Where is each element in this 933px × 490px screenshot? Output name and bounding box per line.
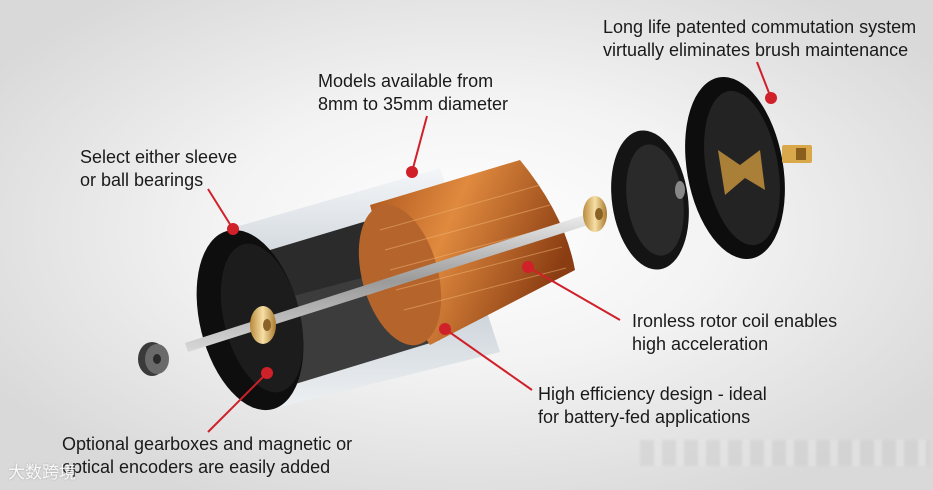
- callout-bearings-line1: Select either sleeve: [80, 146, 237, 169]
- leader-bearings: [208, 189, 239, 235]
- callout-commutation-line2: virtually eliminates brush maintenance: [603, 39, 916, 62]
- callout-gearboxes-line2: optical encoders are easily added: [62, 456, 352, 479]
- callout-models: Models available from 8mm to 35mm diamet…: [318, 70, 508, 116]
- callout-rotor-line1: Ironless rotor coil enables: [632, 310, 837, 333]
- callout-commutation: Long life patented commutation system vi…: [603, 16, 916, 62]
- callout-models-line1: Models available from: [318, 70, 508, 93]
- callout-gearboxes: Optional gearboxes and magnetic or optic…: [62, 433, 352, 479]
- callout-gearboxes-line1: Optional gearboxes and magnetic or: [62, 433, 352, 456]
- front-bearing: [250, 306, 276, 344]
- callout-efficiency-line1: High efficiency design - ideal: [538, 383, 767, 406]
- watermark-text: 大数跨境: [8, 458, 76, 483]
- callout-models-line2: 8mm to 35mm diameter: [318, 93, 508, 116]
- callout-bearings-line2: or ball bearings: [80, 169, 237, 192]
- callout-commutation-line1: Long life patented commutation system: [603, 16, 916, 39]
- callout-rotor-line2: high acceleration: [632, 333, 837, 356]
- rear-bearing: [583, 196, 607, 232]
- callout-bearings: Select either sleeve or ball bearings: [80, 146, 237, 192]
- leader-commutation: [757, 62, 777, 104]
- leader-models: [406, 116, 427, 178]
- callout-efficiency-line2: for battery-fed applications: [538, 406, 767, 429]
- blurred-watermark: [640, 440, 930, 466]
- callout-efficiency: High efficiency design - ideal for batte…: [538, 383, 767, 429]
- brush-end-cap: [672, 69, 812, 267]
- callout-rotor: Ironless rotor coil enables high acceler…: [632, 310, 837, 356]
- end-washer: [138, 342, 169, 376]
- commutator-disc: [603, 125, 698, 274]
